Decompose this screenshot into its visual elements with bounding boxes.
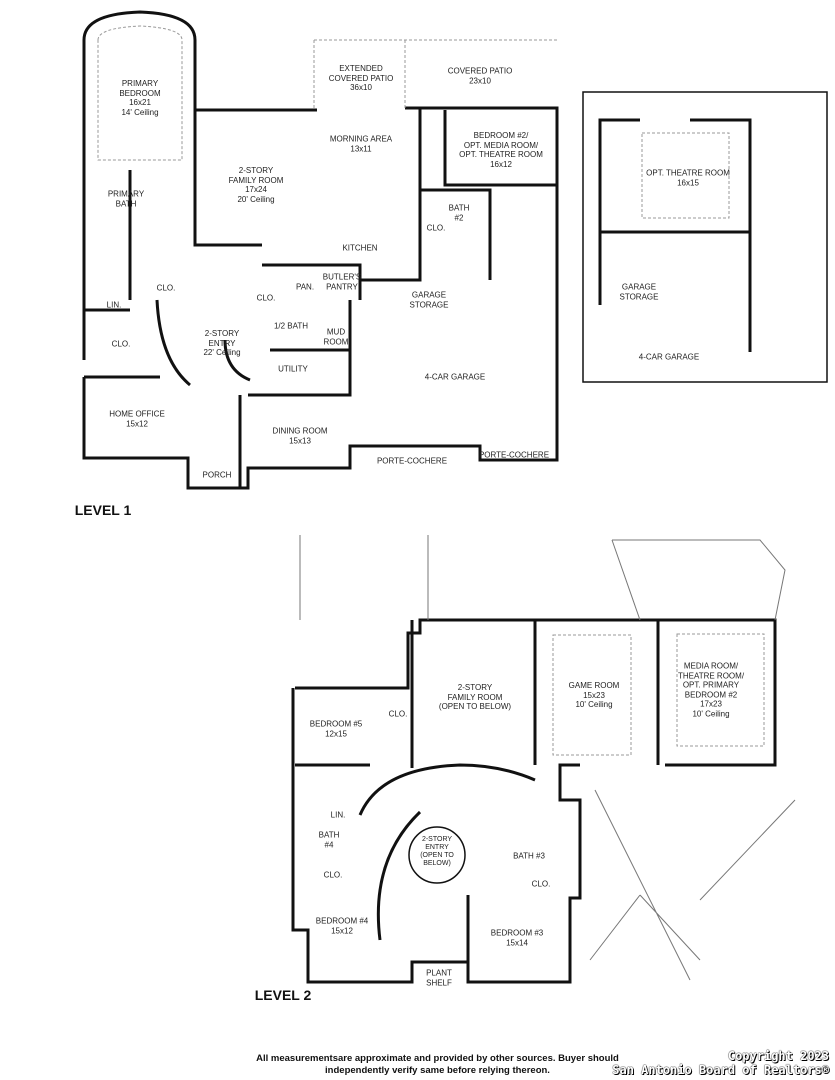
room-label: CLO.: [388, 709, 408, 719]
level-2-title: LEVEL 2: [254, 987, 312, 1003]
room-label: UTILITY: [278, 364, 308, 374]
room-label: 2-STORY FAMILY ROOM (OPEN TO BELOW): [438, 682, 512, 711]
copyright-owner: San Antonio Board of Realtors®: [612, 1063, 829, 1077]
room-label: PORTE-COCHERE: [376, 456, 448, 466]
room-label: PAN.: [295, 282, 315, 292]
room-label: MUD ROOM: [323, 327, 349, 347]
room-label: PORCH: [202, 470, 232, 480]
room-label: 2-STORY ENTRY (OPEN TO BELOW): [420, 836, 454, 867]
disclaimer: All measurementsare approximate and prov…: [256, 1053, 619, 1076]
room-label: LIN.: [106, 300, 122, 310]
room-label: 2-STORY ENTRY 22' Ceiling: [203, 328, 241, 357]
room-label: GAME ROOM 15x23 10' Ceiling: [568, 680, 620, 709]
room-label: GARAGE STORAGE: [409, 290, 449, 310]
room-label: LIN.: [330, 810, 346, 820]
room-label: OPT. THEATRE ROOM 16x15: [646, 168, 730, 188]
room-label: MEDIA ROOM/ THEATRE ROOM/ OPT. PRIMARY B…: [677, 661, 745, 719]
room-label: BATH #3: [513, 851, 545, 861]
room-label: GARAGE STORAGE: [619, 282, 659, 302]
room-label: DINING ROOM 15x13: [272, 426, 328, 446]
room-label: BEDROOM #3 15x14: [490, 928, 544, 948]
room-label: MORNING AREA 13x11: [329, 134, 393, 154]
room-label: BUTLER'S PANTRY: [322, 272, 362, 292]
room-label: CLO.: [323, 870, 343, 880]
room-label: COVERED PATIO 23x10: [447, 66, 513, 86]
room-label: CLO.: [156, 283, 176, 293]
room-label: PLANT SHELF: [426, 968, 452, 988]
room-label: CLO.: [426, 223, 446, 233]
room-label: KITCHEN: [342, 243, 378, 253]
room-label: CLO.: [111, 339, 131, 349]
room-label: BATH #2: [448, 203, 470, 223]
room-label: 1/2 BATH: [273, 321, 309, 331]
room-label: BEDROOM #5 12x15: [309, 719, 363, 739]
copyright-watermark: Copyright 2023 San Antonio Board of Real…: [612, 1049, 829, 1077]
room-label: 2-STORY FAMILY ROOM 17x24 20' Ceiling: [228, 166, 284, 204]
room-label: EXTENDED COVERED PATIO 36x10: [328, 63, 394, 92]
room-label: CLO.: [531, 879, 551, 889]
room-label: 4-CAR GARAGE: [424, 372, 486, 382]
level-1-title: LEVEL 1: [74, 502, 132, 518]
room-label: PORTE-COCHERE: [478, 450, 550, 460]
copyright-year: Copyright 2023: [727, 1049, 829, 1063]
room-label: PRIMARY BATH: [107, 189, 145, 209]
room-label: BEDROOM #4 15x12: [315, 916, 369, 936]
room-label: BEDROOM #2/ OPT. MEDIA ROOM/ OPT. THEATR…: [459, 131, 543, 169]
room-label: 4-CAR GARAGE: [638, 352, 700, 362]
room-label: PRIMARY BEDROOM 16x21 14' Ceiling: [119, 79, 161, 117]
room-label: BATH #4: [318, 830, 340, 850]
room-label: CLO.: [256, 293, 276, 303]
room-label: HOME OFFICE 15x12: [109, 409, 165, 429]
